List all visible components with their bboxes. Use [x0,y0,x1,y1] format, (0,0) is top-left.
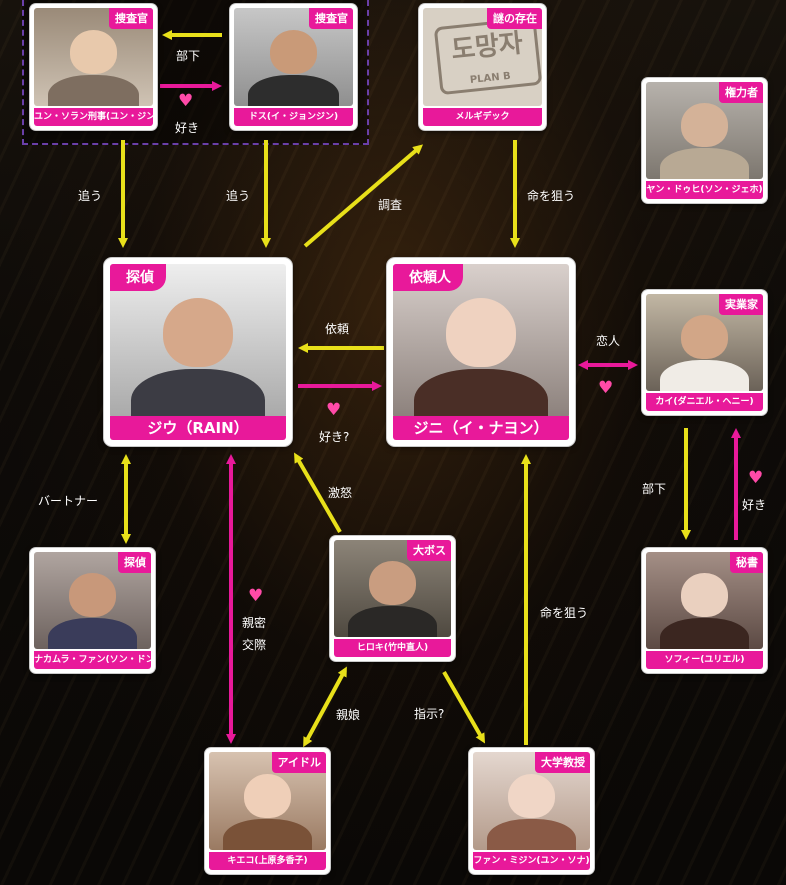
character-card-yun[interactable]: 捜査官 ユン・ソラン刑事(ユン・ジンソ) [30,4,157,130]
character-name: ユン・ソラン刑事(ユン・ジンソ) [34,108,153,126]
portrait-shape [660,359,749,391]
portrait-shape [681,315,728,359]
character-card-sophie[interactable]: 秘書 ソフィー(ユリエル) [642,548,767,673]
role-badge: 探偵 [118,552,151,573]
portrait-shape [48,617,137,649]
character-card-kai[interactable]: 実業家 カイ(ダニエル・ヘニー) [642,290,767,415]
label-irai: 依頼 [325,322,350,336]
heart-icon: ♥ [326,400,342,420]
portrait-shape [369,561,416,605]
character-card-kieko[interactable]: アイドル キエコ(上原多香子) [205,748,330,874]
role-badge: 捜査官 [109,8,153,29]
label-suki-3: 好き [742,498,767,512]
character-card-professor[interactable]: 大学教授 ファン・ミジン(ユン・ソナ) [469,748,594,874]
label-gekido: 激怒 [328,486,353,500]
label-koibito: 恋人 [596,334,621,348]
character-card-dosu[interactable]: 捜査官 ドス(イ・ジョンジン) [230,4,357,130]
label-buka-1: 部下 [176,49,201,63]
portrait-shape [681,103,728,147]
role-badge: 実業家 [719,294,763,315]
portrait-shape [248,74,339,106]
character-photo [234,8,353,106]
arrow-hiroki-instructs-prof [442,671,485,744]
portrait-shape [414,368,548,418]
role-badge: 大学教授 [535,752,590,773]
portrait-shape [69,573,116,617]
character-card-melgidek[interactable]: 도망자 PLAN B 謎の存在 メルギデック [419,4,546,130]
character-card-hiroki[interactable]: 大ボス ヒロキ(竹中直人) [330,536,455,661]
role-badge: 探偵 [110,264,166,291]
character-name: ファン・ミジン(ユン・ソナ) [473,852,590,870]
portrait-shape [445,297,517,368]
portrait-shape [660,147,749,179]
label-ou-2: 追う [226,189,251,203]
character-name: ナカムラ・ファン(ソン・ドンイル) [34,651,151,669]
portrait-shape [348,605,437,637]
portrait-shape [244,773,291,818]
role-badge: 依頼人 [393,264,463,291]
portrait-shape [269,29,318,74]
character-card-yang[interactable]: 権力者 ヤン・ドゥヒ(ソン・ジェホ) [642,78,767,203]
role-badge: アイドル [271,752,326,773]
label-shinmitsu-1: 親密 [242,616,267,630]
label-chosa: 調査 [378,198,403,212]
label-suki-1: 好き [175,121,200,135]
character-name: ソフィー(ユリエル) [646,651,763,669]
role-badge: 大ボス [407,540,451,561]
portrait-shape [508,773,555,818]
character-name: カイ(ダニエル・ヘニー) [646,393,763,411]
heart-icon: ♥ [178,91,194,111]
arrow-hiroki-kieko [303,666,347,748]
label-inochi-1: 命を狙う [527,189,576,203]
heart-icon: ♥ [748,468,764,488]
portrait-shape [660,617,749,649]
character-card-jiu[interactable]: 探偵 ジウ（RAIN） [104,258,292,446]
label-partner: バートナー [38,494,99,508]
logo-text: 도망자 [449,28,525,66]
label-shiji: 指示? [414,707,445,721]
arrow-hiroki-angry-jiu [293,452,342,534]
arrow-jiu-investigates-mel [303,144,424,248]
label-suki-2: 好き? [319,430,350,444]
portrait-shape [162,297,234,368]
heart-icon: ♥ [598,378,614,398]
character-card-nakamura[interactable]: 探偵 ナカムラ・ファン(ソン・ドンイル) [30,548,155,673]
portrait-shape [487,818,576,850]
label-ou-1: 追う [78,189,103,203]
role-badge: 謎の存在 [487,8,542,29]
character-name: ジウ（RAIN） [110,416,286,440]
role-badge: 権力者 [719,82,763,103]
character-card-jini[interactable]: 依頼人 ジニ（イ・ナヨン） [387,258,575,446]
portrait-shape [681,573,728,617]
character-photo [209,752,326,850]
character-name: ジニ（イ・ナヨン） [393,416,569,440]
portrait-shape [223,818,312,850]
role-badge: 秘書 [730,552,763,573]
label-oyako: 親娘 [336,708,361,722]
portrait-shape [48,74,139,106]
character-name: ヒロキ(竹中直人) [334,639,451,657]
label-inochi-2: 命を狙う [540,606,589,620]
portrait-shape [69,29,118,74]
character-name: ヤン・ドゥヒ(ソン・ジェホ) [646,181,763,199]
character-name: メルギデック [423,108,542,126]
portrait-shape [131,368,265,418]
logo-subtext: PLAN B [469,70,512,86]
label-shinmitsu-2: 交際 [242,638,267,652]
heart-icon: ♥ [248,586,264,606]
character-photo [646,294,763,391]
character-name: ドス(イ・ジョンジン) [234,108,353,126]
character-photo [646,82,763,179]
character-name: キエコ(上原多香子) [209,852,326,870]
label-buka-2: 部下 [642,482,667,496]
role-badge: 捜査官 [309,8,353,29]
